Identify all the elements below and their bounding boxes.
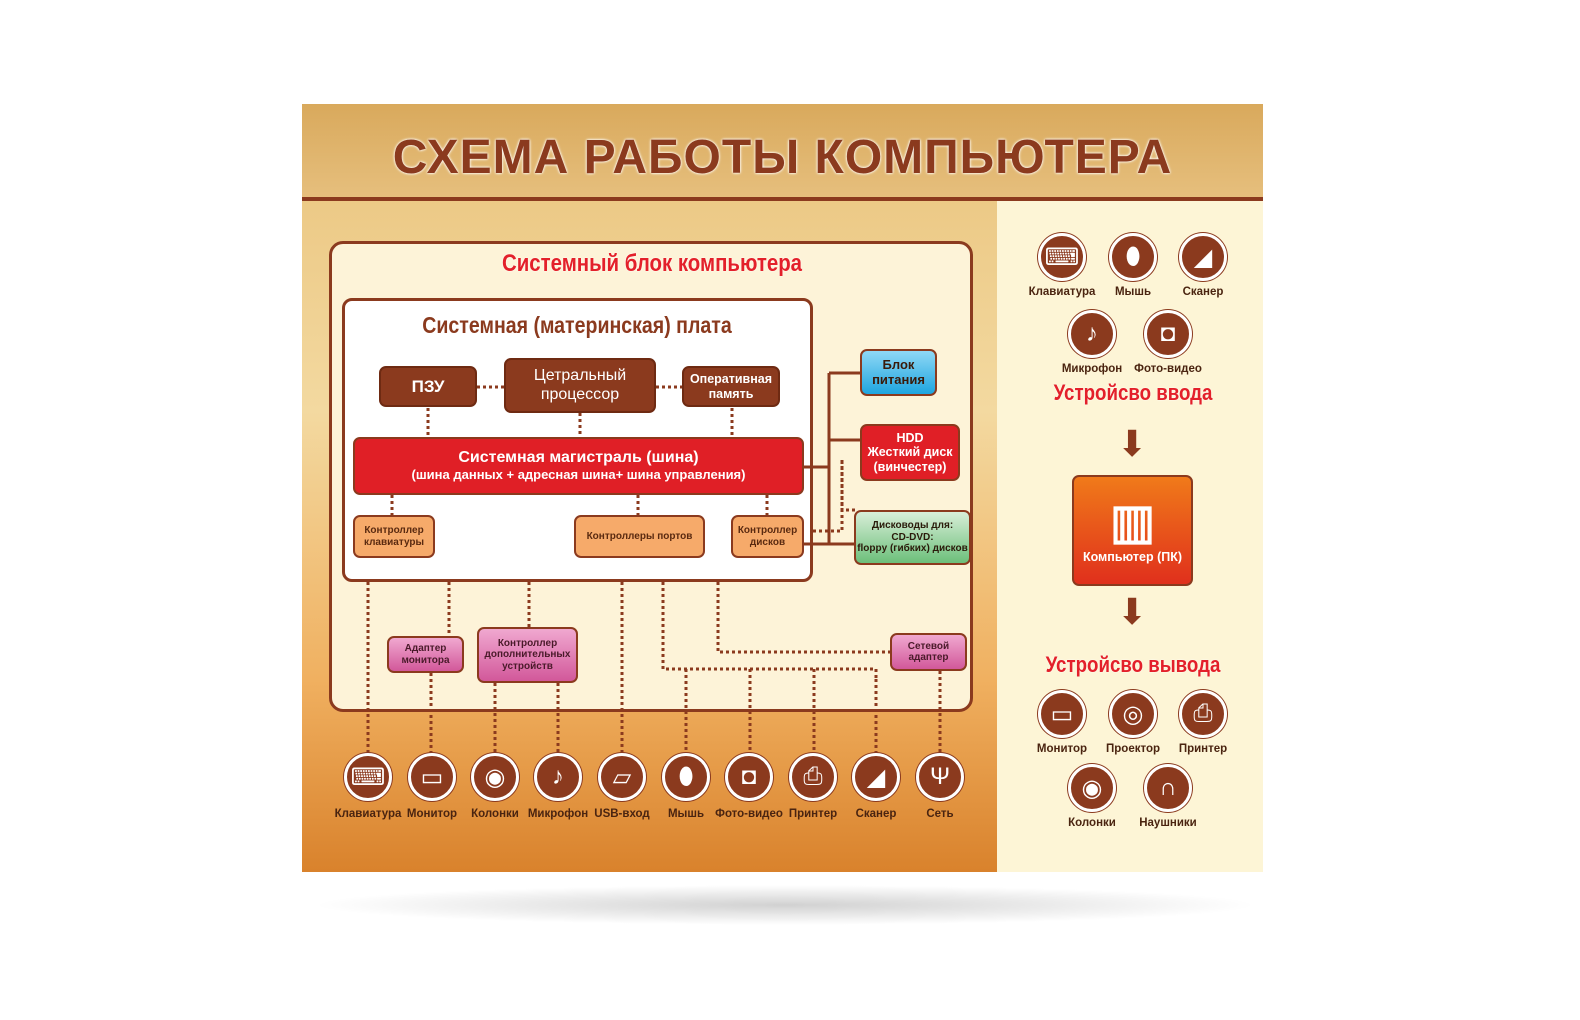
rom-box: ПЗУ [379, 366, 477, 407]
cpu-label-1: Цетральный [533, 367, 627, 385]
camera-icon: ◘ [725, 753, 773, 801]
hdd-label-1: HDD [896, 430, 924, 445]
microphone-icon: ♪ [534, 753, 582, 801]
mouse-icon: ⬮ [662, 753, 710, 801]
device-label: Проектор [1106, 743, 1160, 755]
rom-label: ПЗУ [411, 376, 445, 396]
device-label: Сканер [1182, 286, 1224, 298]
device-label: Монитор [406, 808, 458, 820]
device-label: Наушники [1139, 817, 1197, 829]
printer-icon: ⎙ [1179, 690, 1227, 738]
printer-icon: ⎙ [789, 753, 837, 801]
motherboard-title: Системная (материнская) плата [422, 312, 732, 338]
header-band [302, 104, 1263, 201]
drives-label-1: Дисководы для: [871, 520, 954, 532]
extra-ctrl-label-1: Контроллер [497, 637, 558, 649]
extra-ctrl-label-3: устройств [502, 660, 553, 672]
kbd-ctrl-label-2: клавиатуры [363, 536, 425, 548]
speaker-icon: ◉ [1068, 764, 1116, 812]
speaker-icon: ◉ [471, 753, 519, 801]
net-adapter-label-1: Сетевой [907, 640, 950, 652]
system-unit-title: Системный блок компьютера [502, 250, 802, 277]
port-ctrl-label: Контроллеры портов [586, 530, 693, 542]
drives-label-3: floppy (гибких) дисков [857, 543, 968, 555]
mouse-icon: ⬮ [1109, 233, 1157, 281]
device-label: Микрофон [527, 808, 589, 820]
computer-box: ▥ Компьютер (ПК) [1072, 475, 1193, 586]
device-label: Монитор [1036, 743, 1088, 755]
usb-drive-icon: ▱ [598, 753, 646, 801]
device-label: Принтер [1178, 743, 1228, 755]
input-heading: Устройсво ввода [1053, 380, 1213, 405]
computer-tower-icon: ▥ [1109, 495, 1156, 549]
device-label: Сеть [926, 808, 954, 820]
kbd-ctrl-label-1: Контроллер [364, 525, 424, 536]
headphones-icon: ∩ [1144, 764, 1192, 812]
monitor-icon: ▭ [1038, 690, 1086, 738]
poster-shadow [310, 885, 1260, 925]
ram-label-2: память [708, 386, 754, 401]
device-label: Микрофон [1061, 363, 1123, 375]
camera-icon: ◘ [1144, 310, 1192, 358]
device-label: Мышь [1114, 286, 1152, 298]
computer-label: Компьютер (ПК) [1082, 549, 1183, 564]
output-heading: Устройсво вывода [1045, 652, 1221, 677]
hdd-label-3: (винчестер) [873, 459, 947, 474]
scanner-icon: ◢ [852, 753, 900, 801]
keyboard-icon: ⌨ [1038, 233, 1086, 281]
device-label: USB-вход [594, 808, 650, 820]
device-label: Клавиатура [1028, 286, 1096, 298]
disk-drives-box: Дисководы для:CD-DVD:floppy (гибких) дис… [854, 510, 971, 565]
connection-lines [366, 371, 942, 754]
monitor-adapter-label-2: монитора [401, 654, 450, 666]
device-label: Фото-видео [715, 808, 783, 820]
monitor-icon: ▭ [408, 753, 456, 801]
power-label-2: питания [872, 371, 925, 387]
usb-network-icon: Ψ [916, 753, 964, 801]
drives-label-2: CD-DVD: [891, 531, 934, 543]
arrow-down-icon: ⬇ [1117, 591, 1148, 632]
device-label: Принтер [788, 808, 838, 820]
device-label: Колонки [471, 808, 519, 820]
arrow-down-icon: ⬇ [1117, 423, 1148, 464]
hdd-label-2: Жесткий диск [867, 445, 953, 460]
projector-icon: ◎ [1109, 690, 1157, 738]
keyboard-icon: ⌨ [344, 753, 392, 801]
poster-title: СХЕМА РАБОТЫ КОМПЬЮТЕРА [392, 131, 1173, 184]
power-label-1: Блок [882, 356, 915, 372]
device-label: Колонки [1068, 817, 1116, 829]
disk-ctrl-label-2: дисков [749, 536, 786, 548]
microphone-icon: ♪ [1068, 310, 1116, 358]
device-label: Фото-видео [1134, 363, 1202, 375]
poster: СХЕМА РАБОТЫ КОМПЬЮТЕРА Системный блок к… [302, 104, 1263, 872]
port-controllers-box: Контроллеры портов [574, 515, 705, 558]
disk-ctrl-label-1: Контроллер [737, 525, 798, 536]
device-label: Клавиатура [334, 808, 402, 820]
system-bus-box: Системная магистраль (шина)(шина данных … [353, 437, 804, 495]
ram-label-1: Оперативная [689, 372, 773, 387]
bus-label: Системная магистраль (шина) [458, 449, 699, 467]
device-label: Мышь [667, 808, 705, 820]
device-label: Сканер [855, 808, 897, 820]
bus-sublabel: (шина данных + адресная шина+ шина управ… [411, 466, 746, 482]
extra-ctrl-label-2: дополнительных [484, 649, 571, 661]
monitor-adapter-label-1: Адаптер [404, 643, 447, 654]
cpu-label-2: процессор [540, 385, 620, 403]
net-adapter-label-2: адаптер [908, 652, 949, 663]
scanner-icon: ◢ [1179, 233, 1227, 281]
